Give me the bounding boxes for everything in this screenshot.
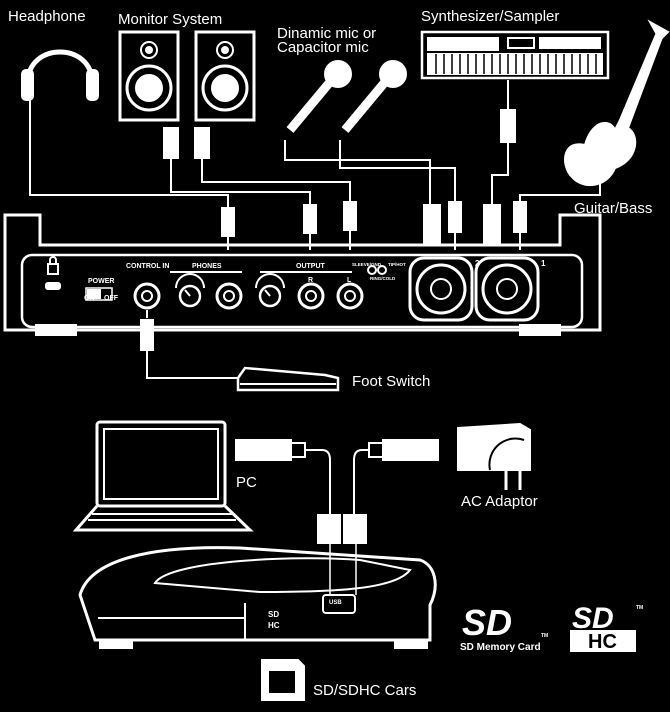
audio-interface-rear: [3, 213, 602, 336]
svg-text:TM: TM: [636, 605, 643, 611]
svg-text:TM: TM: [541, 633, 548, 639]
audio-interface-front: [78, 546, 437, 649]
ac-adaptor-icon: [457, 422, 531, 490]
panel-ring-cold-label: RING/COLD: [370, 276, 396, 281]
panel-off-label: OFF: [104, 295, 119, 302]
panel-sleeve-gnd-label: SLEEVE/GND: [352, 262, 382, 267]
foot-switch-label: Foot Switch: [352, 373, 431, 390]
headphone-label: Headphone: [8, 8, 86, 25]
headphone-icon: [21, 49, 229, 210]
svg-text:SD: SD: [462, 602, 512, 643]
sd-slot-badge-top: SD: [268, 610, 279, 619]
panel-power-label: POWER: [88, 278, 114, 285]
svg-text:SD Memory Card: SD Memory Card: [460, 642, 541, 653]
panel-input-2-label: 2: [475, 259, 480, 268]
usb-cable-right: [343, 439, 439, 595]
synthesizer-icon: [420, 30, 610, 205]
panel-l-label: L: [347, 277, 352, 284]
panel-phones-label: PHONES: [192, 263, 222, 270]
pc-label: PC: [236, 474, 257, 491]
sd-cards-label: SD/SDHC Cars: [313, 682, 417, 699]
sd-card-icon: [261, 659, 305, 701]
mic-label-line1: Dinamic mic or: [277, 25, 377, 42]
panel-r-label: R: [308, 277, 313, 284]
mic-label-line2: Capacitor mic: [277, 39, 369, 56]
sd-slot-badge-bottom: HC: [268, 621, 280, 630]
ac-adaptor-label: AC Adaptor: [461, 493, 538, 510]
panel-tip-hot-label: TIP/HOT: [388, 262, 406, 267]
foot-switch-icon: [236, 366, 340, 392]
sd-memory-card-logo: SD SD Memory Card TM: [460, 602, 548, 653]
microphone-icon: [284, 60, 456, 210]
monitor-speaker-right-icon: [194, 30, 256, 122]
guitar-label: Guitar/Bass: [574, 200, 653, 217]
svg-text:SD: SD: [572, 602, 614, 635]
panel-output-label: OUTPUT: [296, 263, 326, 270]
guitar-icon: [519, 19, 670, 205]
synth-label: Synthesizer/Sampler: [421, 8, 560, 25]
monitor-speaker-left-icon: [118, 30, 180, 122]
laptop-icon: [72, 420, 254, 532]
panel-on-label: ON: [84, 295, 95, 302]
monitor-system-label: Monitor System: [118, 11, 223, 28]
panel-control-in-label: CONTROL IN: [126, 263, 169, 270]
panel-input-1-label: 1: [541, 259, 546, 268]
sdhc-logo: SD HC TM: [570, 602, 643, 653]
usb-cable-left: [235, 439, 341, 595]
svg-text:HC: HC: [588, 631, 617, 653]
usb-port-label: USB: [329, 600, 342, 606]
